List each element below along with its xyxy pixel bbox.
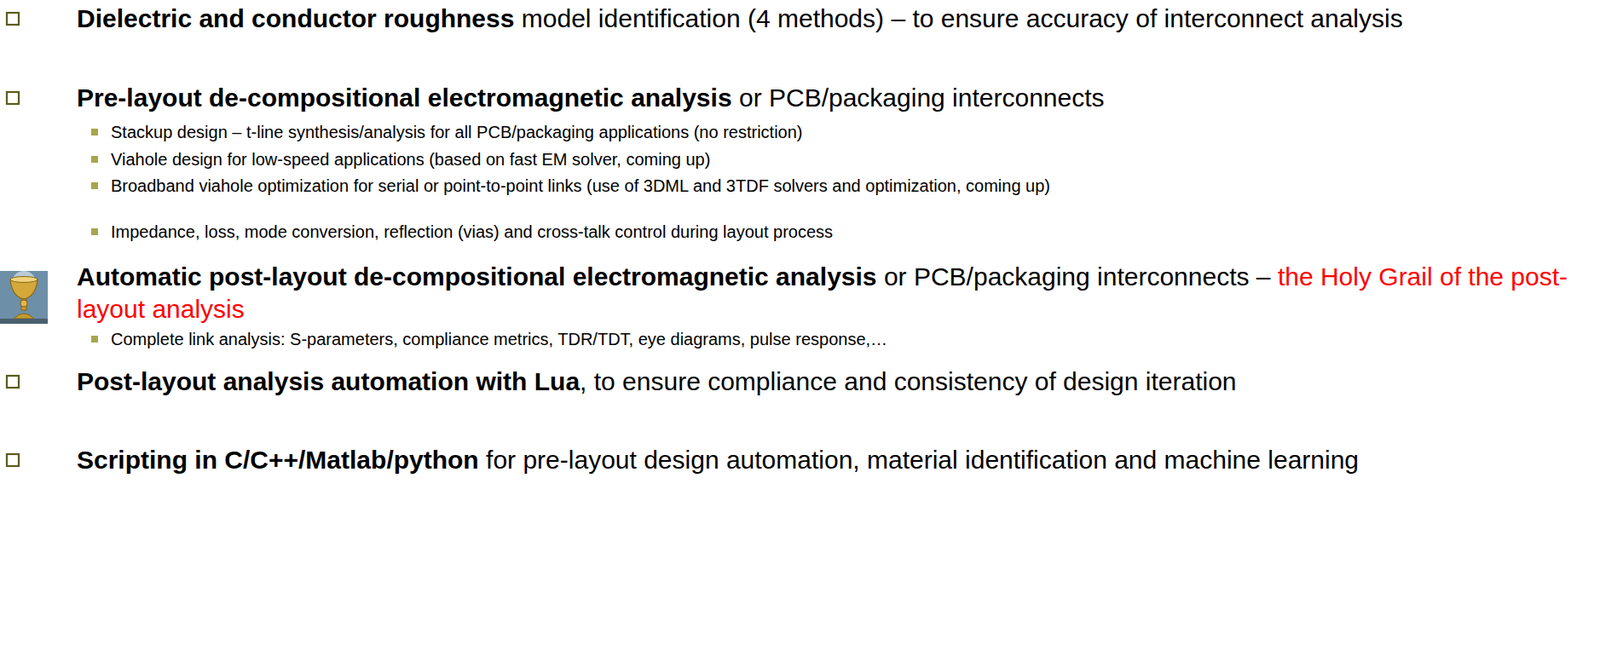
sub-bullet	[91, 228, 99, 236]
bullet-paragraph: Impedance, loss, mode conversion, reflec…	[110, 221, 1586, 243]
main-bullets	[6, 12, 19, 467]
chalice-rim	[10, 277, 38, 284]
bullet-heading: Pre-layout de-compositional electromagne…	[76, 83, 733, 112]
bullet-text: , to ensure compliance and consistency o…	[579, 367, 1237, 396]
bullet-text: Impedance, loss, mode conversion, reflec…	[110, 222, 833, 242]
bullet-paragraph: Automatic post-layout de-compositional e…	[76, 260, 1595, 326]
holy-grail-icon	[0, 271, 48, 324]
bullet-heading: Dielectric and conductor roughness	[76, 4, 515, 33]
bullet-paragraph: Scripting in C/C++/Matlab/pythonfor pre-…	[76, 444, 1595, 477]
bullet-paragraph: Post-layout analysis automation with Lua…	[76, 365, 1595, 399]
square-bullet	[6, 12, 19, 25]
bullet-paragraph: Complete link analysis: S-parameters, co…	[110, 329, 1586, 350]
bullet-paragraph: Stackup design – t-line synthesis/analys…	[110, 121, 1586, 143]
sub-bullet	[91, 128, 99, 136]
bullet-text: Broadband viahole optimization for seria…	[110, 176, 1051, 196]
chalice-base	[13, 313, 35, 319]
bullet-heading: Automatic post-layout de-compositional e…	[76, 262, 878, 291]
bullet-text: or PCB/packaging interconnects	[739, 83, 1105, 112]
sub-bullet	[91, 182, 99, 190]
bullet-paragraph: Broadband viahole optimization for seria…	[110, 175, 1586, 197]
bullet-text: Stackup design – t-line synthesis/analys…	[110, 122, 803, 142]
bullet-heading: Scripting in C/C++/Matlab/python	[76, 445, 480, 474]
bullet-text: Complete link analysis: S-parameters, co…	[110, 329, 888, 349]
chalice-stem	[21, 299, 27, 311]
bullet-paragraph: Pre-layout de-compositional electromagne…	[76, 81, 1595, 115]
square-bullet	[6, 92, 19, 104]
bullet-paragraph: Dielectric and conductor roughnessmodel …	[76, 2, 1595, 35]
bullet-paragraph: Viahole design for low-speed application…	[110, 149, 1586, 170]
square-bullet	[6, 454, 19, 467]
bullet-text: or PCB/packaging interconnects –	[883, 262, 1271, 291]
sub-bullet	[91, 335, 99, 343]
bullet-text: model identification (4 methods) – to en…	[521, 4, 1404, 33]
icon-background	[0, 271, 48, 324]
icon-ground	[0, 318, 48, 324]
bullet-text: for pre-layout design automation, materi…	[485, 445, 1359, 474]
chalice-knot	[20, 300, 28, 307]
bullet-text: Viahole design for low-speed application…	[110, 150, 711, 169]
square-bullet	[6, 375, 19, 388]
bullet-heading: Post-layout analysis automation with Lua	[76, 367, 580, 396]
sub-bullet	[91, 155, 99, 163]
